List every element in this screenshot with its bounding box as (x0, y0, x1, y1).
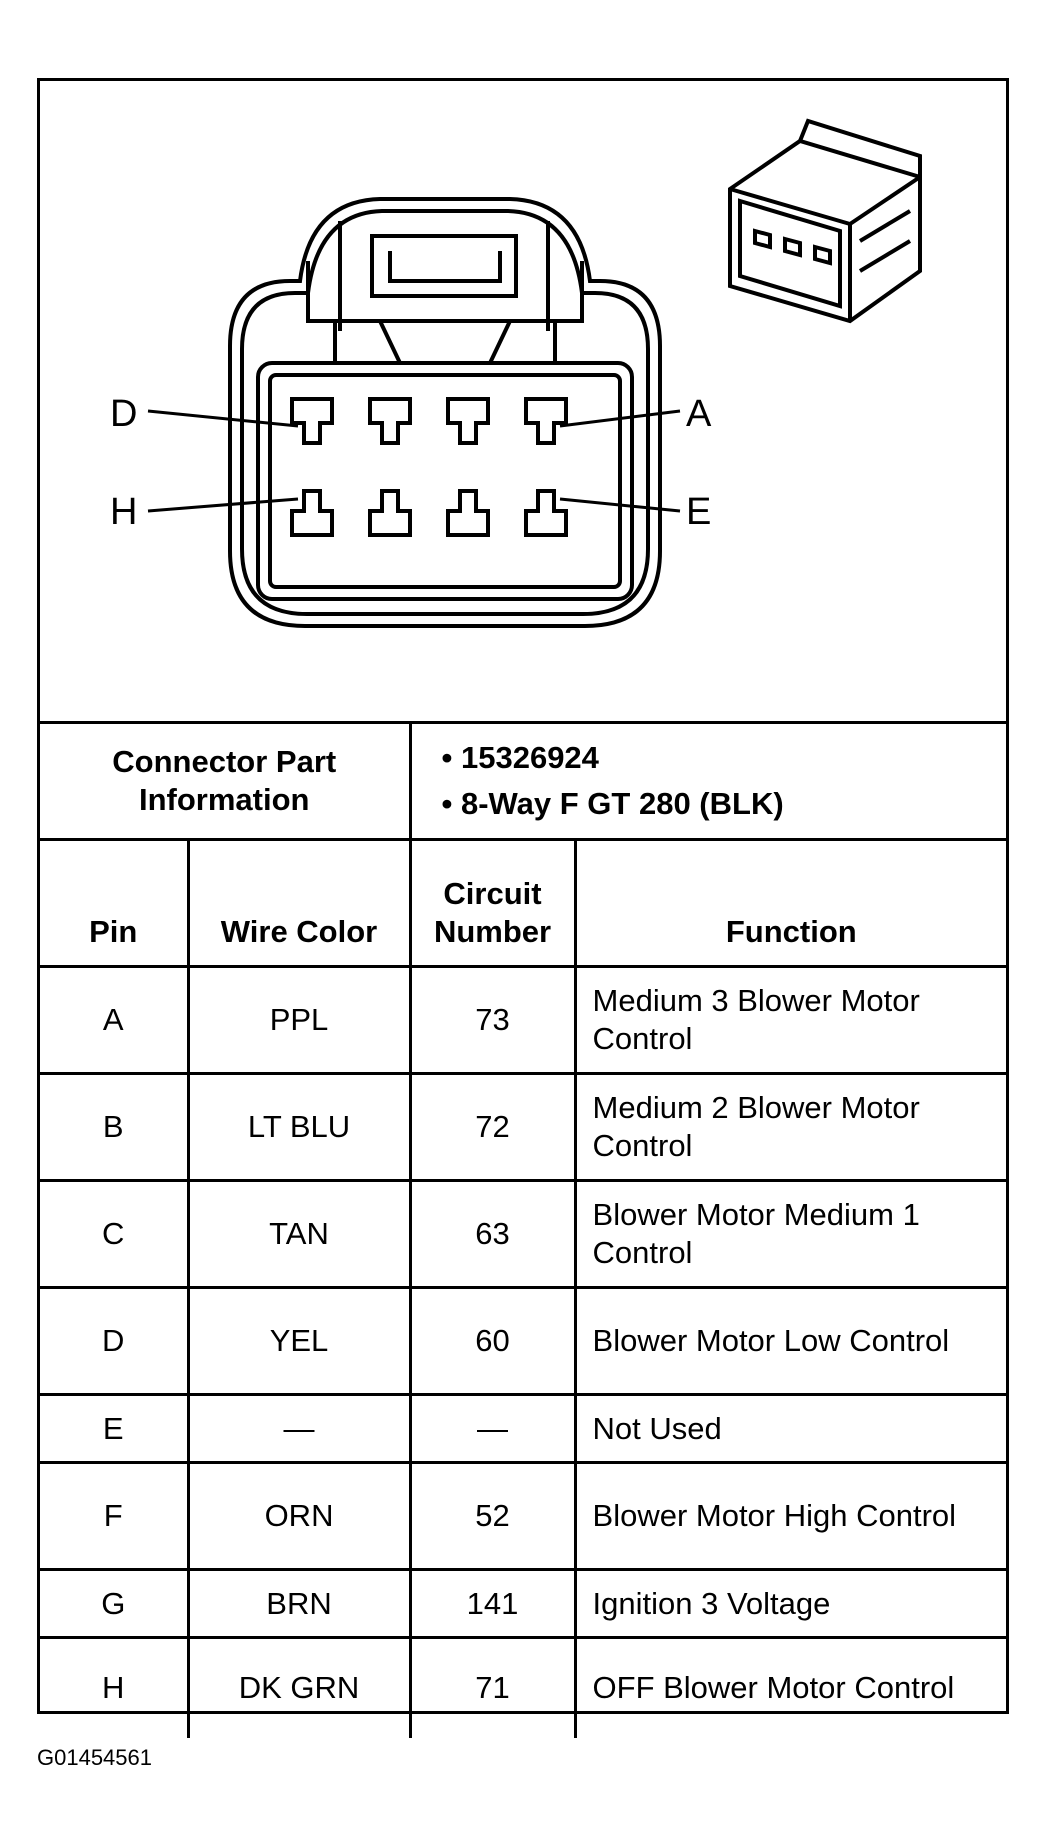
part-number: 15326924 (460, 740, 599, 775)
pin-cell: A (40, 965, 190, 1075)
pin-label-d: D (110, 393, 137, 435)
function-cell: Blower Motor Low Control (573, 1286, 1007, 1396)
function-cell: Ignition 3 Voltage (573, 1568, 1007, 1639)
header-wire-color: Wire Color (186, 838, 412, 968)
pin-cell: F (40, 1461, 190, 1571)
function-cell: Blower Motor High Control (573, 1461, 1007, 1571)
pin-cell: B (40, 1072, 190, 1182)
wire-color-cell: BRN (186, 1568, 412, 1639)
header-function: Function (573, 838, 1007, 968)
wire-color-cell: DK GRN (186, 1636, 412, 1738)
wire-color-cell: YEL (186, 1286, 412, 1396)
function-cell: Medium 2 Blower Motor Control (573, 1072, 1007, 1182)
function-cell: OFF Blower Motor Control (573, 1636, 1007, 1738)
pin-label-h: H (110, 491, 137, 533)
part-description-item: • 8-Way F GT 280 (BLK) (441, 786, 784, 821)
wire-color-cell: PPL (186, 965, 412, 1075)
part-number-item: • 15326924 (441, 740, 599, 775)
table-row: E — — Not Used (40, 1393, 1007, 1464)
circuit-cell: — (408, 1393, 577, 1464)
connector-frame: D A H E Connector Part Information • 153… (37, 78, 1009, 1738)
table-row: F ORN 52 Blower Motor High Control (40, 1461, 1007, 1571)
wire-color-cell: TAN (186, 1179, 412, 1289)
circuit-cell: 73 (408, 965, 577, 1075)
connector-part-values: • 15326924 • 8-Way F GT 280 (BLK) (408, 721, 1007, 841)
header-pin: Pin (40, 838, 190, 968)
circuit-cell: 63 (408, 1179, 577, 1289)
function-cell: Not Used (573, 1393, 1007, 1464)
table-row: B LT BLU 72 Medium 2 Blower Motor Contro… (40, 1072, 1007, 1182)
pin-label-e: E (686, 491, 711, 533)
table-row: D YEL 60 Blower Motor Low Control (40, 1286, 1007, 1396)
circuit-cell: 72 (408, 1072, 577, 1182)
circuit-cell: 52 (408, 1461, 577, 1571)
wire-color-cell: — (186, 1393, 412, 1464)
table-row: H DK GRN 71 OFF Blower Motor Control (40, 1636, 1007, 1738)
function-cell: Blower Motor Medium 1 Control (573, 1179, 1007, 1289)
pin-cell: G (40, 1568, 190, 1639)
connector-face-drawing: D A H E (110, 118, 922, 628)
wire-color-cell: ORN (186, 1461, 412, 1571)
header-circuit-number: Circuit Number (408, 838, 577, 968)
pin-cell: D (40, 1286, 190, 1396)
circuit-cell: 141 (408, 1568, 577, 1639)
connector-diagram: D A H E (40, 81, 1006, 721)
pin-cell: E (40, 1393, 190, 1464)
pin-cell: H (40, 1636, 190, 1738)
function-cell: Medium 3 Blower Motor Control (573, 965, 1007, 1075)
column-header-row: Pin Wire Color Circuit Number Function (40, 838, 1007, 968)
table-row: A PPL 73 Medium 3 Blower Motor Control (40, 965, 1007, 1075)
connector-part-row: Connector Part Information • 15326924 • … (40, 721, 1007, 841)
figure-code: G01454561 (37, 1745, 152, 1770)
connector-info-table: Connector Part Information • 15326924 • … (40, 721, 1007, 1738)
table-row: C TAN 63 Blower Motor Medium 1 Control (40, 1179, 1007, 1289)
circuit-cell: 71 (408, 1636, 577, 1738)
table-row: G BRN 141 Ignition 3 Voltage (40, 1568, 1007, 1639)
circuit-cell: 60 (408, 1286, 577, 1396)
connector-part-label: Connector Part Information (40, 721, 412, 841)
wire-color-cell: LT BLU (186, 1072, 412, 1182)
pin-cell: C (40, 1179, 190, 1289)
part-description: 8-Way F GT 280 (BLK) (460, 786, 784, 821)
pin-label-a: A (686, 393, 712, 435)
